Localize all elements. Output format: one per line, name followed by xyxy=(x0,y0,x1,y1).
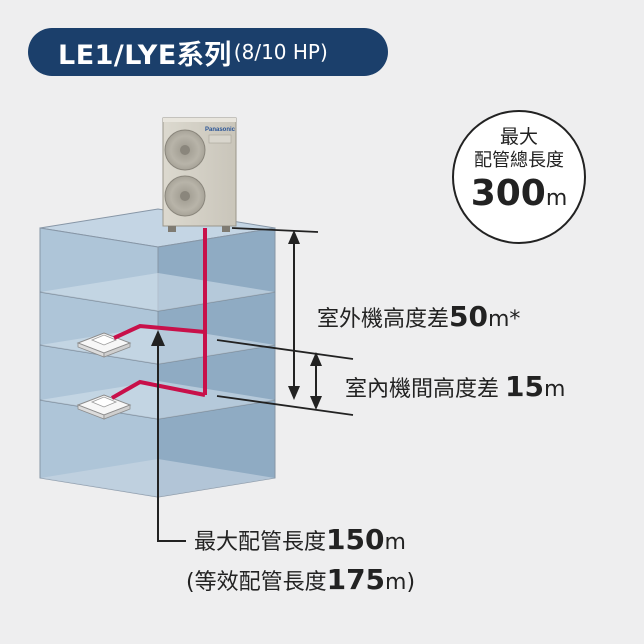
outdoor-unit xyxy=(162,117,237,232)
max-piping-length-value: 150 xyxy=(326,523,385,556)
max-total-value: 300 xyxy=(470,173,546,214)
equiv-piping-unit: m xyxy=(385,570,407,595)
equiv-piping-length: (等效配管長度175m) xyxy=(186,563,415,596)
series-title-badge: LE1/LYE系列 (8/10 HP) xyxy=(28,28,388,76)
max-piping-length: 最大配管長度150m xyxy=(194,523,406,556)
indoor-unit-lower xyxy=(76,394,132,420)
outdoor-height-diff-value: 50 xyxy=(449,300,488,333)
max-total-line1: 最大 xyxy=(499,126,538,148)
hp-range: (8/10 HP) xyxy=(233,40,328,64)
outdoor-height-diff-unit: m* xyxy=(487,307,521,332)
outdoor-height-diff-label: 室外機高度差 xyxy=(317,307,450,332)
refrigerant-piping xyxy=(111,228,207,400)
max-total-unit: m xyxy=(545,186,568,211)
equiv-piping-value: 175 xyxy=(326,563,386,596)
outdoor-height-diff: 室外機高度差50m* xyxy=(317,300,520,333)
max-piping-length-label: 最大配管長度 xyxy=(194,530,327,555)
equiv-piping-prefix: (等效配管長度 xyxy=(186,570,327,595)
indoor-height-diff-value: 15 xyxy=(505,370,544,403)
max-total-piping-badge: 最大 配管總長度 300m xyxy=(452,110,586,244)
max-piping-pointer xyxy=(151,330,186,542)
indoor-height-diff-unit: m xyxy=(543,377,566,402)
max-piping-length-unit: m xyxy=(384,530,406,555)
equiv-piping-suffix: ) xyxy=(406,570,416,595)
series-title: LE1/LYE系列 xyxy=(58,39,232,71)
brand-logo: Panasonic xyxy=(205,127,236,133)
indoor-height-diff-label: 室內機間高度差 xyxy=(345,377,500,402)
dimension-lines xyxy=(216,227,354,416)
max-total-line2: 配管總長度 xyxy=(474,150,564,171)
